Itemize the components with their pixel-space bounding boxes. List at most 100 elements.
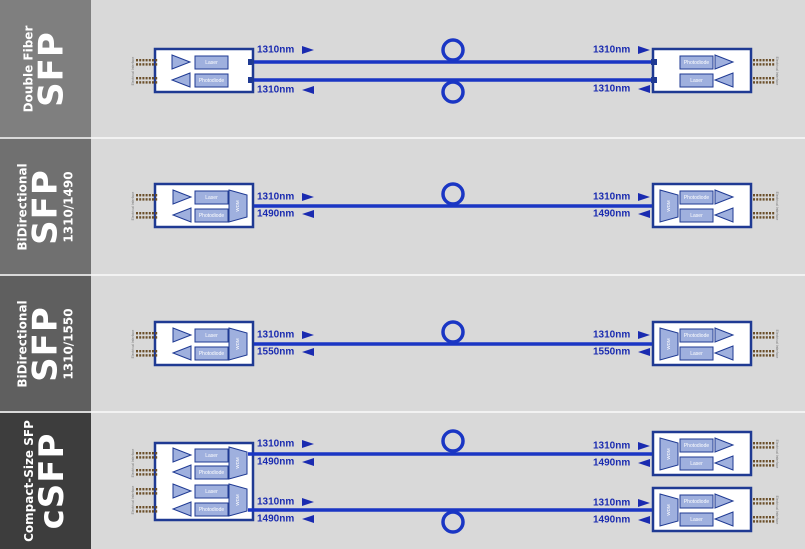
pin-array (759, 498, 762, 501)
pin-array (769, 216, 771, 219)
pin-array (762, 520, 765, 523)
pin-array (136, 336, 138, 339)
wavelength-label-second-arrow (302, 348, 314, 356)
pin-array (152, 354, 154, 357)
pin-array (155, 354, 158, 357)
pin-array (753, 63, 755, 66)
pin-array (139, 452, 142, 455)
wdm-component (659, 327, 679, 361)
wdm-label: WDM (235, 457, 240, 468)
pin-array (765, 332, 768, 335)
pin-array (759, 332, 762, 335)
pin-array (152, 336, 154, 339)
pin-array (148, 194, 151, 197)
pin-array (762, 354, 765, 357)
wavelength-label-1490: 1490nm (593, 458, 630, 469)
pin-array (139, 510, 142, 513)
pin-array (772, 446, 775, 449)
pin-array (136, 216, 138, 219)
pin-array (152, 216, 154, 219)
pin-array (136, 473, 138, 476)
pin-array (139, 506, 142, 509)
pin-array (753, 464, 755, 467)
pin-array (769, 520, 771, 523)
pin-array (765, 81, 768, 84)
pin-array (145, 469, 148, 472)
laser-component (679, 456, 714, 471)
pin-array (753, 516, 755, 519)
wavelength-label-1310: 1310nm (257, 192, 294, 203)
photodiode-component-label: Photodiode (684, 499, 710, 505)
pin-array (756, 332, 759, 335)
pin-array (142, 198, 145, 201)
pin-array (139, 198, 142, 201)
fiber-connector (248, 59, 254, 65)
pin-array (155, 456, 158, 459)
pin-array (152, 492, 154, 495)
pin-array (769, 63, 771, 66)
pin-array (756, 81, 759, 84)
pin-array (145, 332, 148, 335)
pin-array (139, 354, 142, 357)
pin-array (769, 446, 771, 449)
pin-array (769, 442, 771, 445)
pin-array (765, 498, 768, 501)
pin-array (148, 452, 151, 455)
wavelength-label-second-arrow (302, 210, 314, 218)
pin-array (756, 446, 759, 449)
pin-array (142, 59, 145, 62)
pin-array (765, 198, 768, 201)
pin-array (152, 469, 154, 472)
wavelength-label-1490-arrow (638, 516, 650, 524)
pin-array (155, 336, 158, 339)
photodiode-component-label: Photodiode (684, 443, 710, 449)
pin-array (769, 81, 771, 84)
wavelength-label-second-arrow (638, 348, 650, 356)
pin-array (762, 464, 765, 467)
wavelength-label-1310: 1310nm (593, 330, 630, 341)
pin-array (142, 216, 145, 219)
pin-array (142, 354, 145, 357)
wavelength-label-1310: 1310nm (593, 441, 630, 452)
wdm-label: WDM (666, 200, 671, 211)
pin-array (145, 492, 148, 495)
pin-array (152, 456, 154, 459)
electrical-interface-label: Electrical Interface (775, 496, 779, 525)
pin-array (142, 469, 145, 472)
pin-array (145, 63, 148, 66)
wdm-label: WDM (666, 448, 671, 459)
pin-array (762, 502, 765, 505)
pin-array (145, 216, 148, 219)
pin-array (142, 63, 145, 66)
pin-array (759, 212, 762, 215)
pin-array (142, 506, 145, 509)
pin-array (765, 464, 768, 467)
pin-array (152, 198, 154, 201)
pin-array (148, 506, 151, 509)
amplifier-icon (171, 207, 192, 223)
pin-array (145, 350, 148, 353)
pin-array (155, 506, 158, 509)
pin-array (756, 350, 759, 353)
pin-array (769, 77, 771, 80)
laser-component-label: Laser (690, 461, 703, 467)
pin-array (152, 212, 154, 215)
wavelength-label-1310: 1310nm (257, 439, 294, 450)
wavelength-label-1310-tx: 1310nm (257, 45, 294, 56)
pin-array (759, 77, 762, 80)
pin-array (155, 473, 158, 476)
pin-array (753, 77, 755, 80)
pin-array (756, 198, 759, 201)
pin-array (772, 350, 775, 353)
photodiode-component-label: Photodiode (684, 333, 710, 339)
pin-array (762, 63, 765, 66)
pin-array (145, 473, 148, 476)
wdm-component (228, 483, 248, 517)
electrical-interface-label: Electrical Interface (131, 330, 135, 359)
photodiode-component (679, 328, 714, 343)
wavelength-label-second-arrow (638, 210, 650, 218)
electrical-interface-label: Electrical Interface (131, 57, 135, 86)
pin-array (756, 460, 759, 463)
side-panel-bidi-1310-1490: BiDirectional SFP 1310/1490 (0, 139, 91, 274)
pin-array (753, 194, 755, 197)
